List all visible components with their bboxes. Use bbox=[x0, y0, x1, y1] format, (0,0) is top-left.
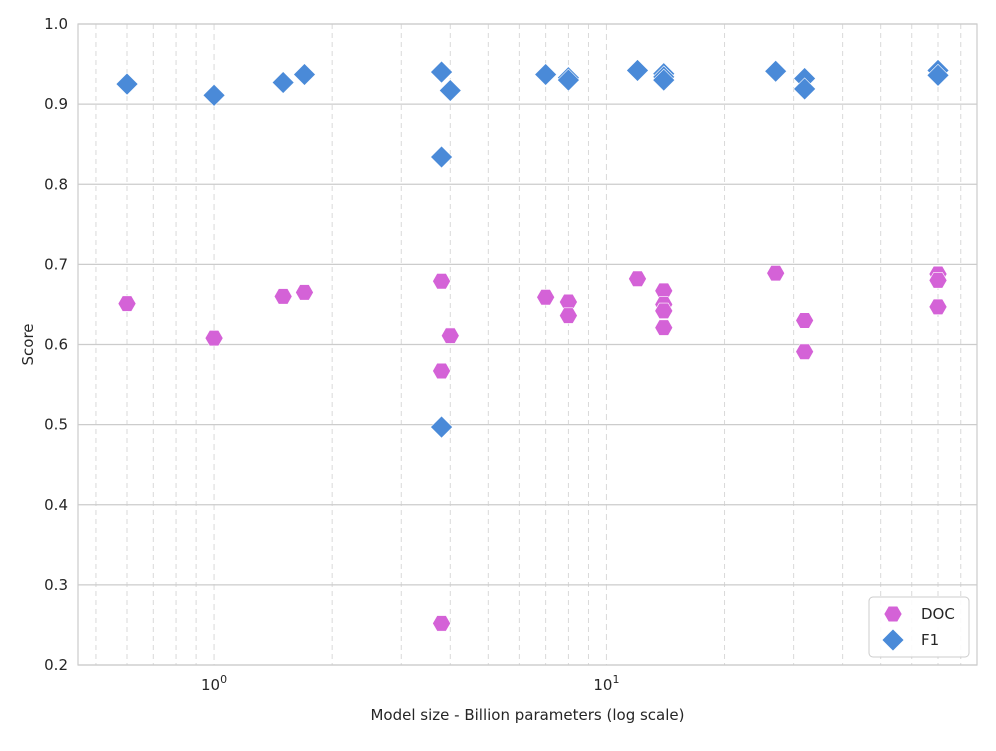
doc-point bbox=[117, 295, 137, 312]
legend-label-f1: F1 bbox=[921, 631, 939, 649]
doc-point bbox=[559, 307, 578, 324]
legend-label-doc: DOC bbox=[921, 605, 955, 623]
f1-point bbox=[430, 415, 453, 439]
f1-point bbox=[764, 59, 788, 83]
legend-marker-doc bbox=[883, 605, 903, 623]
doc-point bbox=[432, 273, 451, 290]
x-tick-base: 10 bbox=[201, 676, 220, 694]
series-doc bbox=[117, 265, 948, 632]
f1-point bbox=[652, 68, 676, 92]
y-tick-label: 0.8 bbox=[44, 175, 68, 193]
doc-point bbox=[766, 265, 786, 282]
doc-point bbox=[628, 270, 647, 287]
y-tick-label: 0.5 bbox=[44, 416, 68, 434]
y-tick-label: 0.2 bbox=[44, 656, 68, 674]
y-tick-label: 0.4 bbox=[44, 496, 68, 514]
y-tick-label: 0.7 bbox=[44, 255, 68, 273]
doc-point bbox=[204, 329, 224, 347]
doc-point bbox=[928, 272, 948, 289]
doc-point bbox=[559, 293, 578, 311]
y-tick-label: 1.0 bbox=[44, 15, 68, 33]
x-axis-label: Model size - Billion parameters (log sca… bbox=[370, 706, 684, 724]
doc-point bbox=[654, 302, 674, 319]
doc-point bbox=[273, 288, 293, 305]
legend-marker-f1 bbox=[881, 628, 905, 652]
doc-point bbox=[432, 615, 451, 632]
f1-point bbox=[556, 68, 580, 92]
doc-point bbox=[295, 284, 314, 301]
doc-point bbox=[654, 319, 674, 336]
doc-point bbox=[432, 362, 451, 380]
y-axis-ticks: 0.2 0.3 0.4 0.5 0.6 0.7 0.8 0.9 1.0 bbox=[44, 15, 68, 674]
f1-point bbox=[430, 145, 453, 169]
x-tick-exponent: 0 bbox=[220, 673, 227, 686]
doc-point bbox=[536, 289, 555, 306]
f1-point bbox=[271, 71, 295, 94]
doc-point bbox=[795, 343, 814, 360]
y-tick-label: 0.3 bbox=[44, 576, 68, 594]
series-f1 bbox=[115, 59, 950, 439]
doc-point bbox=[440, 327, 460, 344]
doc-point bbox=[795, 312, 814, 329]
f1-point bbox=[926, 63, 950, 87]
y-tick-label: 0.9 bbox=[44, 95, 68, 113]
plot-frame bbox=[77, 23, 978, 666]
f1-point bbox=[202, 83, 226, 107]
doc-point bbox=[654, 282, 674, 299]
x-tick-label: 101 bbox=[593, 673, 619, 694]
x-tick-base: 10 bbox=[593, 676, 612, 694]
y-axis-label: Score bbox=[19, 323, 37, 365]
f1-point bbox=[293, 63, 316, 86]
f1-point bbox=[430, 60, 453, 84]
f1-point bbox=[793, 77, 817, 101]
data-marks bbox=[115, 59, 950, 632]
doc-point bbox=[928, 298, 948, 315]
f1-point bbox=[626, 59, 649, 82]
x-tick-label: 100 bbox=[201, 673, 227, 694]
f1-point bbox=[534, 63, 558, 86]
y-tick-label: 0.6 bbox=[44, 336, 68, 354]
f1-point bbox=[438, 79, 462, 102]
x-tick-exponent: 1 bbox=[612, 673, 619, 686]
f1-point bbox=[115, 72, 139, 96]
legend: DOC F1 bbox=[868, 596, 970, 658]
